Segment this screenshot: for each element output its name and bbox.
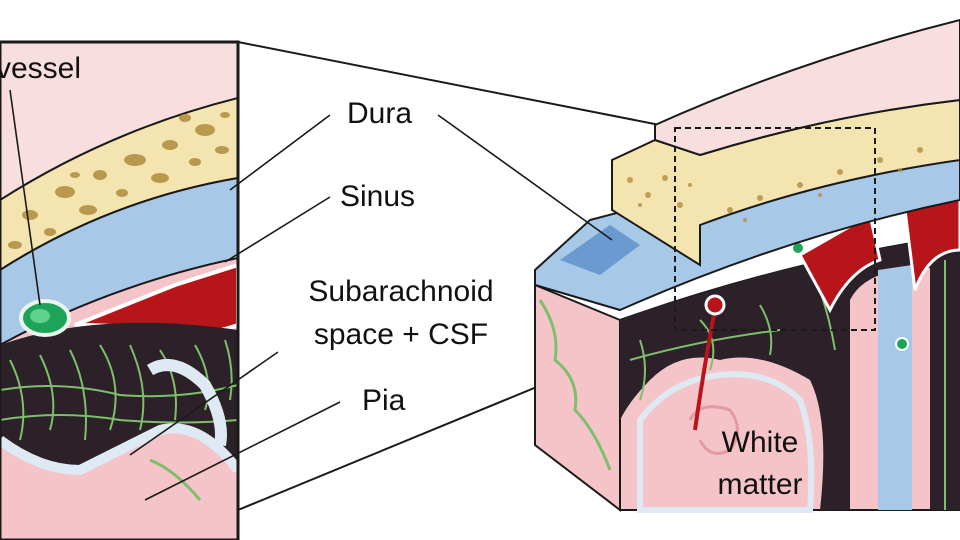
block-front-face: [534, 283, 621, 513]
penetrating-vessel: [693, 309, 717, 431]
subarachnoid-space: [0, 322, 238, 470]
label-dura: Dura: [347, 97, 413, 130]
brain-grey-matter: [0, 443, 238, 540]
label-subarachnoid-line1: Subarachnoid: [308, 275, 494, 308]
magnified-inset: [0, 42, 238, 540]
arachnoid-fold: [146, 359, 227, 447]
pia-outline: [0, 423, 238, 476]
label-white-matter-line1: White: [721, 426, 799, 459]
brain-block-3d: [534, 18, 960, 513]
block-scalp: [654, 18, 960, 157]
label-white-matter-line2: matter: [717, 468, 803, 501]
label-sinus: Sinus: [340, 180, 416, 213]
zoom-region-box: [674, 127, 876, 331]
label-subarachnoid-line2: space + CSF: [313, 318, 489, 351]
inset-frame: [0, 40, 240, 540]
sulcus-column: [878, 265, 912, 510]
scalp-layer: [0, 42, 238, 200]
label-vessel: vessel: [0, 52, 82, 85]
leader-lines: [9, 89, 613, 501]
block-sinus: [797, 212, 882, 314]
bone-pores: [8, 112, 230, 249]
arachnoid-trabeculae: [0, 339, 238, 441]
label-pia: Pia: [362, 384, 406, 417]
